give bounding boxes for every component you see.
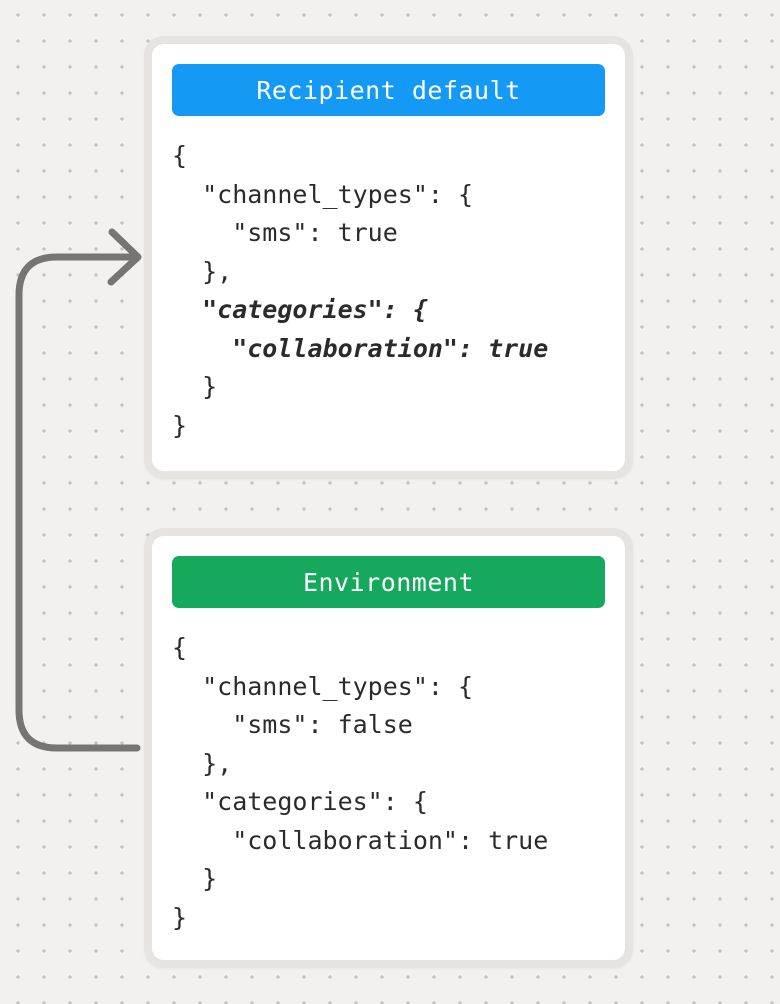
code-line: } xyxy=(172,410,188,440)
code-line: { xyxy=(172,141,188,170)
code-line: "sms": true xyxy=(172,218,398,247)
code-line: }, xyxy=(172,256,233,286)
code-line: "channel_types": { xyxy=(172,671,474,701)
code-line: "categories": { xyxy=(172,295,428,324)
code-line: "collaboration": true xyxy=(172,333,549,363)
recipient-default-json-code-block: { "channel_types": { "sms": true }, "cat… xyxy=(172,137,605,445)
arrow-line xyxy=(15,253,141,752)
environment-card-title: Environment xyxy=(172,556,605,608)
code-line: "channel_types": { xyxy=(172,179,474,209)
code-line: } xyxy=(172,902,188,932)
recipient-default-card: Recipient default { "channel_types": { "… xyxy=(144,36,633,479)
code-line: } xyxy=(172,864,218,893)
environment-json-code-block: { "channel_types": { "sms": false }, "ca… xyxy=(172,629,605,937)
code-line: } xyxy=(172,372,218,401)
code-line: "sms": false xyxy=(172,710,413,739)
environment-card: Environment { "channel_types": { "sms": … xyxy=(144,528,633,968)
code-line: }, xyxy=(172,748,233,778)
code-line: "categories": { xyxy=(172,787,428,816)
code-line: { xyxy=(172,633,188,662)
recipient-default-card-title: Recipient default xyxy=(172,64,605,116)
code-line: "collaboration": true xyxy=(172,825,549,855)
arrowhead-icon xyxy=(107,228,142,286)
